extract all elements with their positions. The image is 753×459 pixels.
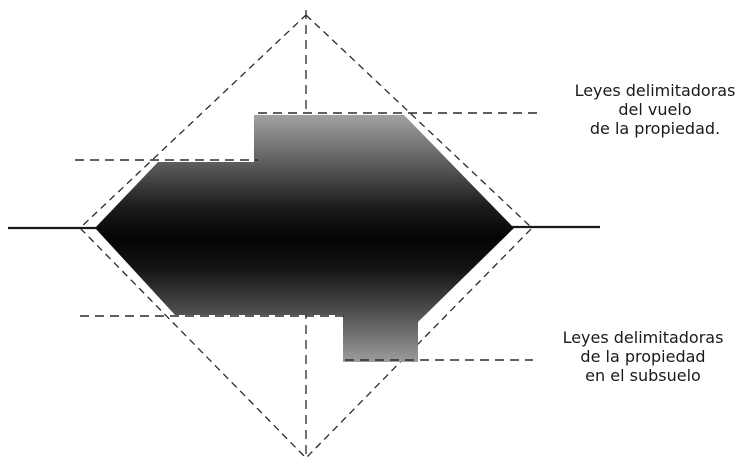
label-air-limits-line-2: del vuelo [560, 100, 750, 119]
label-air-limits: Leyes delimitadoras del vuelo de la prop… [560, 81, 750, 138]
label-air-limits-line-1: Leyes delimitadoras [560, 81, 750, 100]
label-subsoil-limits-line-1: Leyes delimitadoras [543, 328, 743, 347]
property-shape [95, 115, 514, 362]
label-subsoil-limits-line-3: en el subsuelo [543, 366, 743, 385]
label-air-limits-line-3: de la propiedad. [560, 119, 750, 138]
label-subsoil-limits-line-2: de la propiedad [543, 347, 743, 366]
label-subsoil-limits: Leyes delimitadoras de la propiedad en e… [543, 328, 743, 385]
